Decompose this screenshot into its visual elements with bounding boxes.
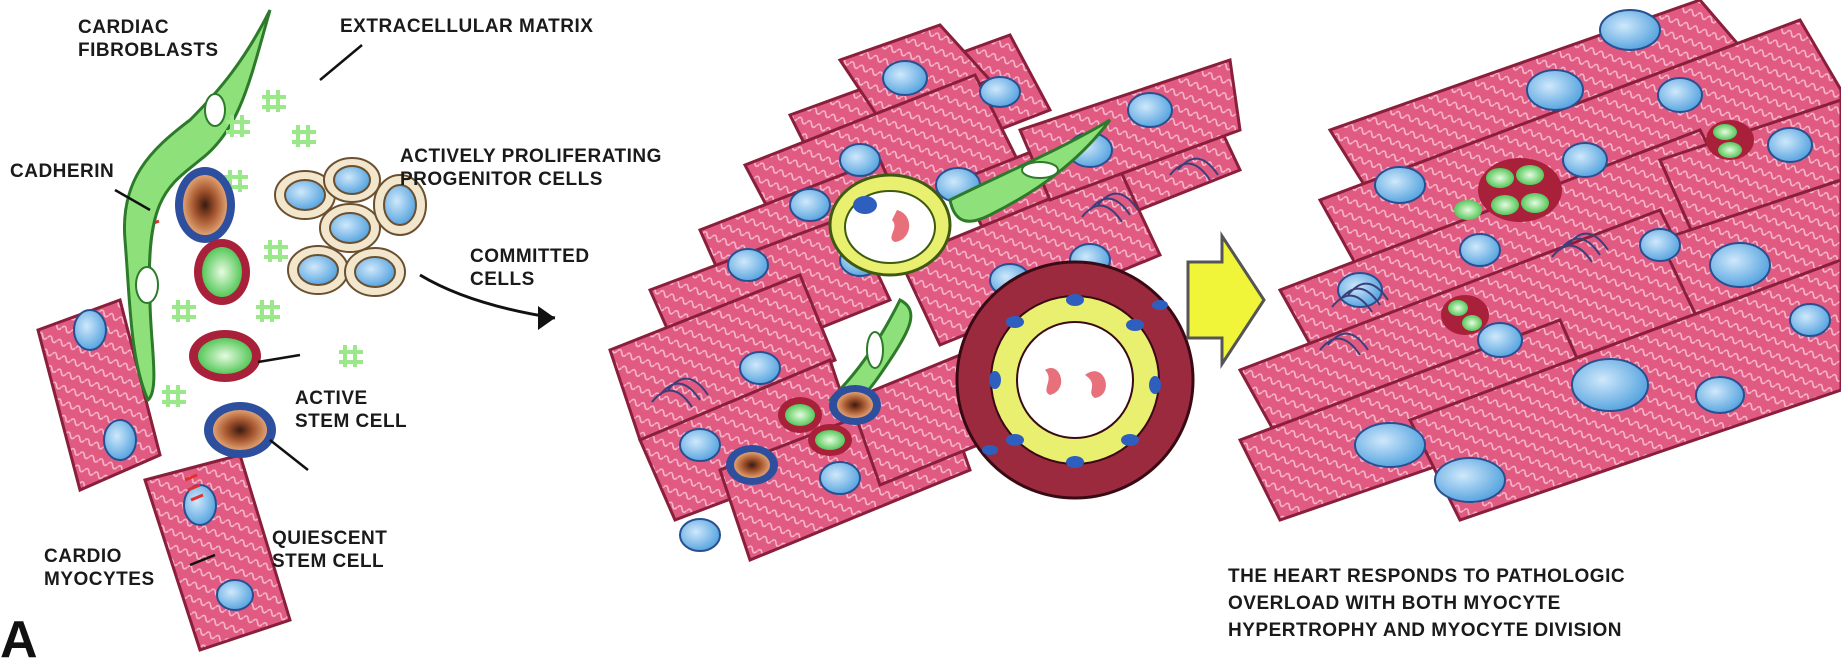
label-quiescent-stem-cell: QUIESCENT STEM CELL <box>272 527 387 573</box>
label-cardiac-fibroblasts-line-2: FIBROBLASTS <box>78 39 219 62</box>
arteriole-cross-section <box>957 262 1193 498</box>
caption-line-2: OVERLOAD WITH BOTH MYOCYTE <box>1228 590 1625 617</box>
label-active-stem-cell: ACTIVE STEM CELL <box>295 387 407 433</box>
label-cardio-myocytes-line-2: MYOCYTES <box>44 568 155 591</box>
quiescent-stem-cell-top <box>175 167 235 243</box>
transition-arrow <box>1188 236 1264 364</box>
panel-letter: A <box>0 614 38 666</box>
label-cardiac-fibroblasts: CARDIAC FIBROBLASTS <box>78 16 219 62</box>
cardiomyocyte-left-2 <box>145 455 290 650</box>
label-extracellular-matrix: EXTRACELLULAR MATRIX <box>340 15 593 38</box>
caption-line-1: THE HEART RESPONDS TO PATHOLOGIC <box>1228 563 1625 590</box>
label-proliferating-progenitor-cells: ACTIVELY PROLIFERATING PROGENITOR CELLS <box>400 145 662 191</box>
active-stem-cell-upper <box>194 239 250 305</box>
label-proliferating-line-2: PROGENITOR CELLS <box>400 168 662 191</box>
caption-line-3: HYPERTROPHY AND MYOCYTE DIVISION <box>1228 617 1625 644</box>
right-panel <box>1240 0 1841 520</box>
middle-panel <box>610 25 1240 560</box>
capillary-cross-section <box>830 175 950 275</box>
label-quiescent-line-1: QUIESCENT <box>272 527 387 550</box>
label-proliferating-line-1: ACTIVELY PROLIFERATING <box>400 145 662 168</box>
caption-heart-response: THE HEART RESPONDS TO PATHOLOGIC OVERLOA… <box>1228 563 1625 644</box>
label-committed-line-1: COMMITTED <box>470 245 590 268</box>
active-stem-cell <box>189 330 261 382</box>
quiescent-stem-cell <box>204 402 276 458</box>
label-active-stem-line-2: STEM CELL <box>295 410 407 433</box>
label-cadherin: CADHERIN <box>10 160 114 183</box>
label-cardio-myocytes: CARDIO MYOCYTES <box>44 545 155 591</box>
label-active-stem-line-1: ACTIVE <box>295 387 407 410</box>
label-committed-cells: COMMITTED CELLS <box>470 245 590 291</box>
label-cardiac-fibroblasts-line-1: CARDIAC <box>78 16 219 39</box>
label-cardio-myocytes-line-1: CARDIO <box>44 545 155 568</box>
label-committed-line-2: CELLS <box>470 268 590 291</box>
label-quiescent-line-2: STEM CELL <box>272 550 387 573</box>
